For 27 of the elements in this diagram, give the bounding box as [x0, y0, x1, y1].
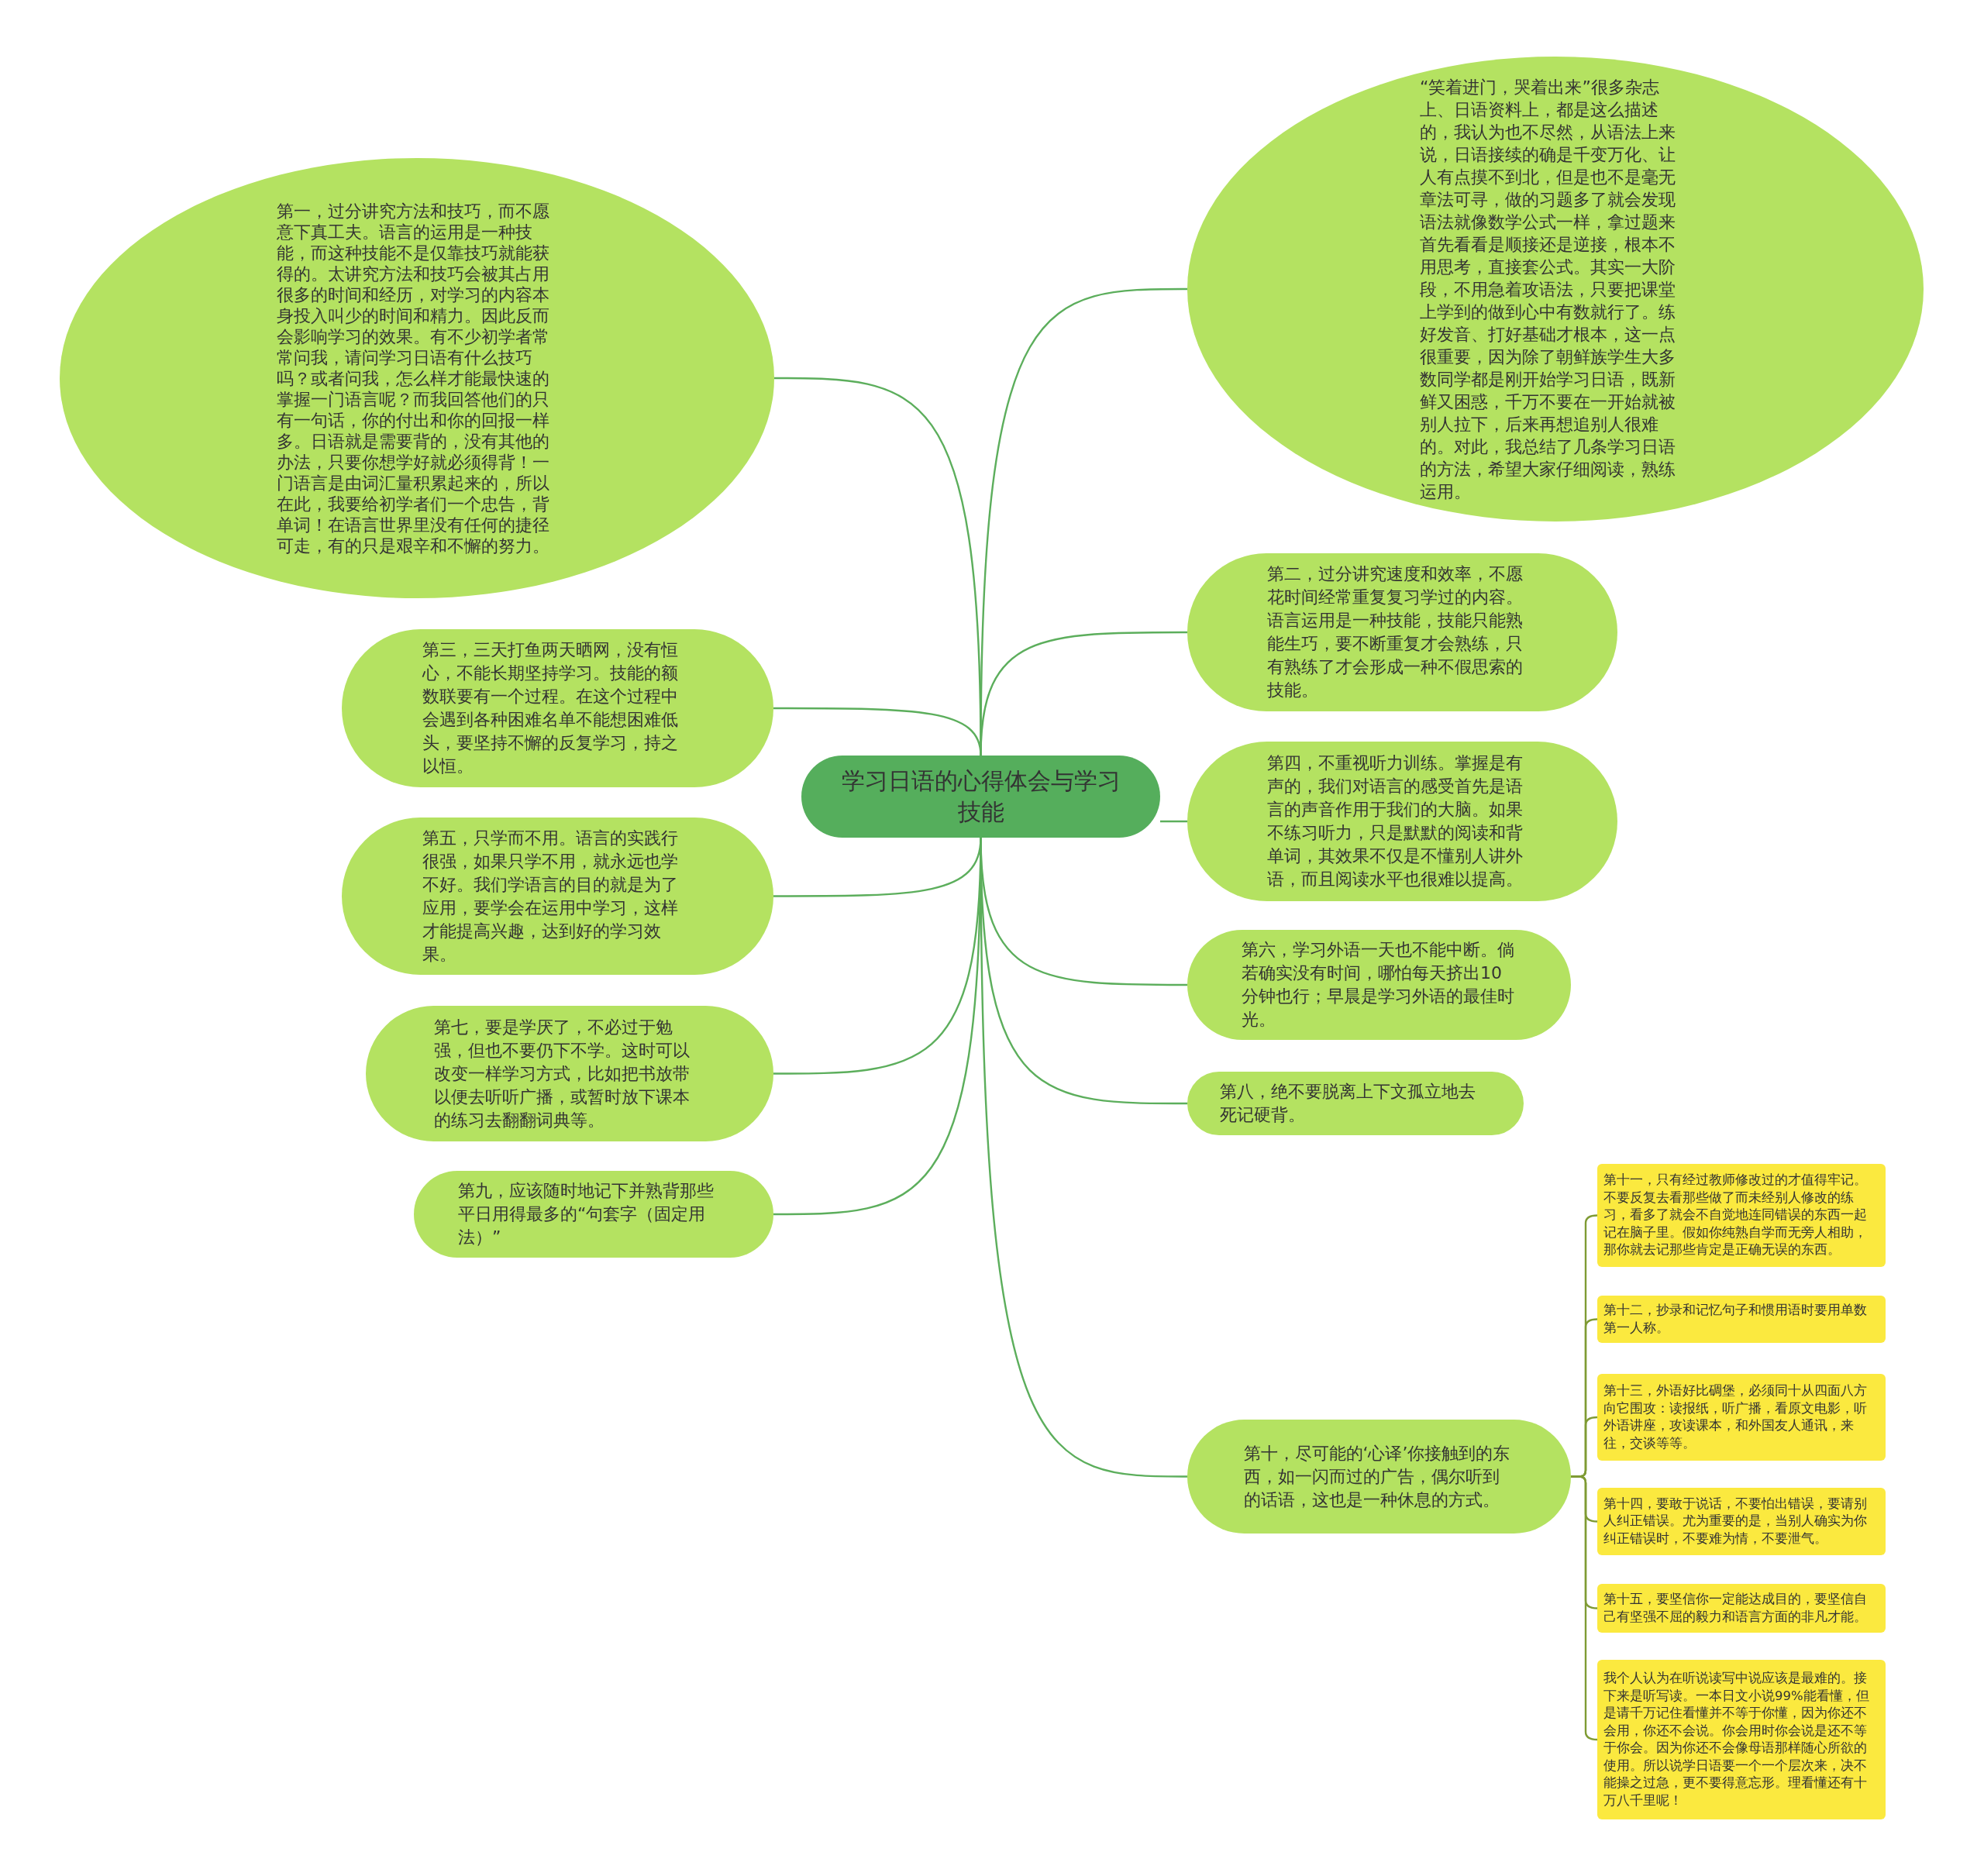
bubble-text: “笑着进门，哭着出来”很多杂志上、日语资料上，都是这么描述的，我认为也不尽然，从语法上来说，日语接续的确是千变万化、让人有点摸不到北，但是也不是毫无章法可寻，做的习题多了就会发现语法就像数学公式一样，拿过题来首先看看是顺接还是逆接，根本不用思考，直接套公式。其实一大阶段，不用急着攻语法，只要把课堂上学到的做到心中有数就行了。练好发音、打好基础才根本，这一点很重要，因为除了朝鲜族学生大多数同学都是刚开始学习日语，既新鲜又困惑，千万不要在一开始就被别人拉下，后来再想追别人很难的。对此，我总结了几条学习日语的方法，希望大家仔细阅读，熟练运用。 — [1420, 76, 1676, 503]
note-text: 第十三，外语好比碉堡，必须同十从四面八方向它围攻：读报纸，听广播，看原文电影，听外语讲座，攻读课本，和外国友人通讯，来往，交谈等等。 — [1603, 1382, 1868, 1452]
branch-line — [1571, 1475, 1598, 1741]
branch-line — [1160, 820, 1187, 823]
bubble-text: 第二，过分讲究速度和效率，不愿花时间经常重复复习学过的内容。语言运用是一种技能，技能只能熟能生巧，要不断重复才会熟练，只有熟练了才会形成一种不假思索的技能。 — [1266, 563, 1524, 701]
note-text: 第十五，要坚信你一定能达成目的，要坚信自己有坚强不屈的毅力和语言方面的非凡才能。 — [1603, 1591, 1868, 1626]
bubble-text: 第三，三天打鱼两天晒网，没有恒心，不能长期坚持学习。技能的额数联要有一个过程。在这个过程中会遇到各种困难名单不能想困难低头，要坚持不懈的反复学习，持之以恒。 — [422, 639, 679, 777]
bubble-text: 第七，要是学厌了，不必过于勉强，但也不要仍下不学。这时可以改变一样学习方式，比如把书放带以便去听听广播，或暂时放下课本的练习去翻翻词典等。 — [434, 1016, 691, 1131]
topic-title: 学习日语的心得体会与学习技能 — [841, 766, 1121, 827]
bubble-text: 第六，学习外语一天也不能中断。倘若确实没有时间，哪怕每天挤出10分钟也行；早晨是学习外语的最佳时光。 — [1242, 939, 1515, 1031]
note-text: 我个人认为在听说读写中说应该是最难的。接下来是听写读。一本日文小说99%能看懂，但是请千万记住看懂并不等于你懂，因为你还不会用，你还不会说。你会用时你会说是还不等于你会。因为你还不会像母语那样随心所欲的使用。所以说学日语要一个一个层次来，决不能操之过急，更不要得意忘形。理看懂还有十万八千里呢！ — [1603, 1670, 1870, 1809]
note-box — [1597, 1374, 1886, 1461]
note-box — [1597, 1164, 1886, 1267]
bubble-text: 第九，应该随时地记下并熟背那些平日用得最多的“句套字（固定用法）” — [458, 1180, 715, 1248]
bubble-text: 第四，不重视听力训练。掌握是有声的，我们对语言的感受首先是语言的声音作用于我们的大脑。如果不练习听力，只是默默的阅读和背单词，其效果不仅是不懂别人讲外语，而且阅读水平也很难以提高。 — [1266, 752, 1524, 890]
bubble-text: 第十，尽可能的‘心译’你接触到的东西，如一闪而过的广告，偶尔听到的话语，这也是一种休息的方式。 — [1243, 1442, 1511, 1511]
bubble-text: 第五，只学而不用。语言的实践行很强，如果只学不用，就永远也学不好。我们学语言的目的就是为了应用，要学会在运用中学习，这样才能提高兴趣，达到好的学习效果。 — [422, 827, 679, 966]
note-box — [1597, 1488, 1886, 1555]
bubble-text: 第八，绝不要脱离上下文孤立地去死记硬背。 — [1220, 1081, 1476, 1126]
note-text: 第十四，要敢于说话，不要怕出错误，要请别人纠正错误。尤为重要的是，当别人确实为你纠正错误时，不要难为情，不要泄气。 — [1603, 1495, 1868, 1547]
note-box — [1597, 1296, 1886, 1343]
note-box — [1597, 1660, 1886, 1819]
bubble-text: 第一，过分讲究方法和技巧，而不愿意下真工夫。语言的运用是一种技能，而这种技能不是仅靠技巧就能获得的。太讲究方法和技巧会被其占用很多的时间和经历，对学习的内容本身投入叫少的时间和精力。因此反而会影响学习的效果。有不少初学者常常问我，请问学习日语有什么技巧吗？或者问我，怎么样才能最快速的掌握一门语言呢？而我回答他们的只有一句话，你的付出和你的回报一样多。日语就是需要背的，没有其他的办法，只要你想学好就必须得背！一门语言是由词汇量积累起来的，所以在此，我要给初学者们一个忠告，背单词！在语言世界里没有任何的捷径可走，有的只是艰辛和不懈的努力。 — [277, 200, 550, 556]
note-box — [1597, 1584, 1886, 1633]
note-text: 第十一，只有经过教师修改过的才值得牢记。不要反复去看那些做了而未经别人修改的练习，看多了就会不自觉地连同错误的东西一起记在脑子里。假如你纯熟自学而无旁人相助，那你就去记那些肯定是正确无误的东西。 — [1603, 1172, 1868, 1259]
branch-line — [773, 707, 982, 756]
note-text: 第十二，抄录和记忆句子和惯用语时要用单数第一人称。 — [1603, 1302, 1868, 1337]
